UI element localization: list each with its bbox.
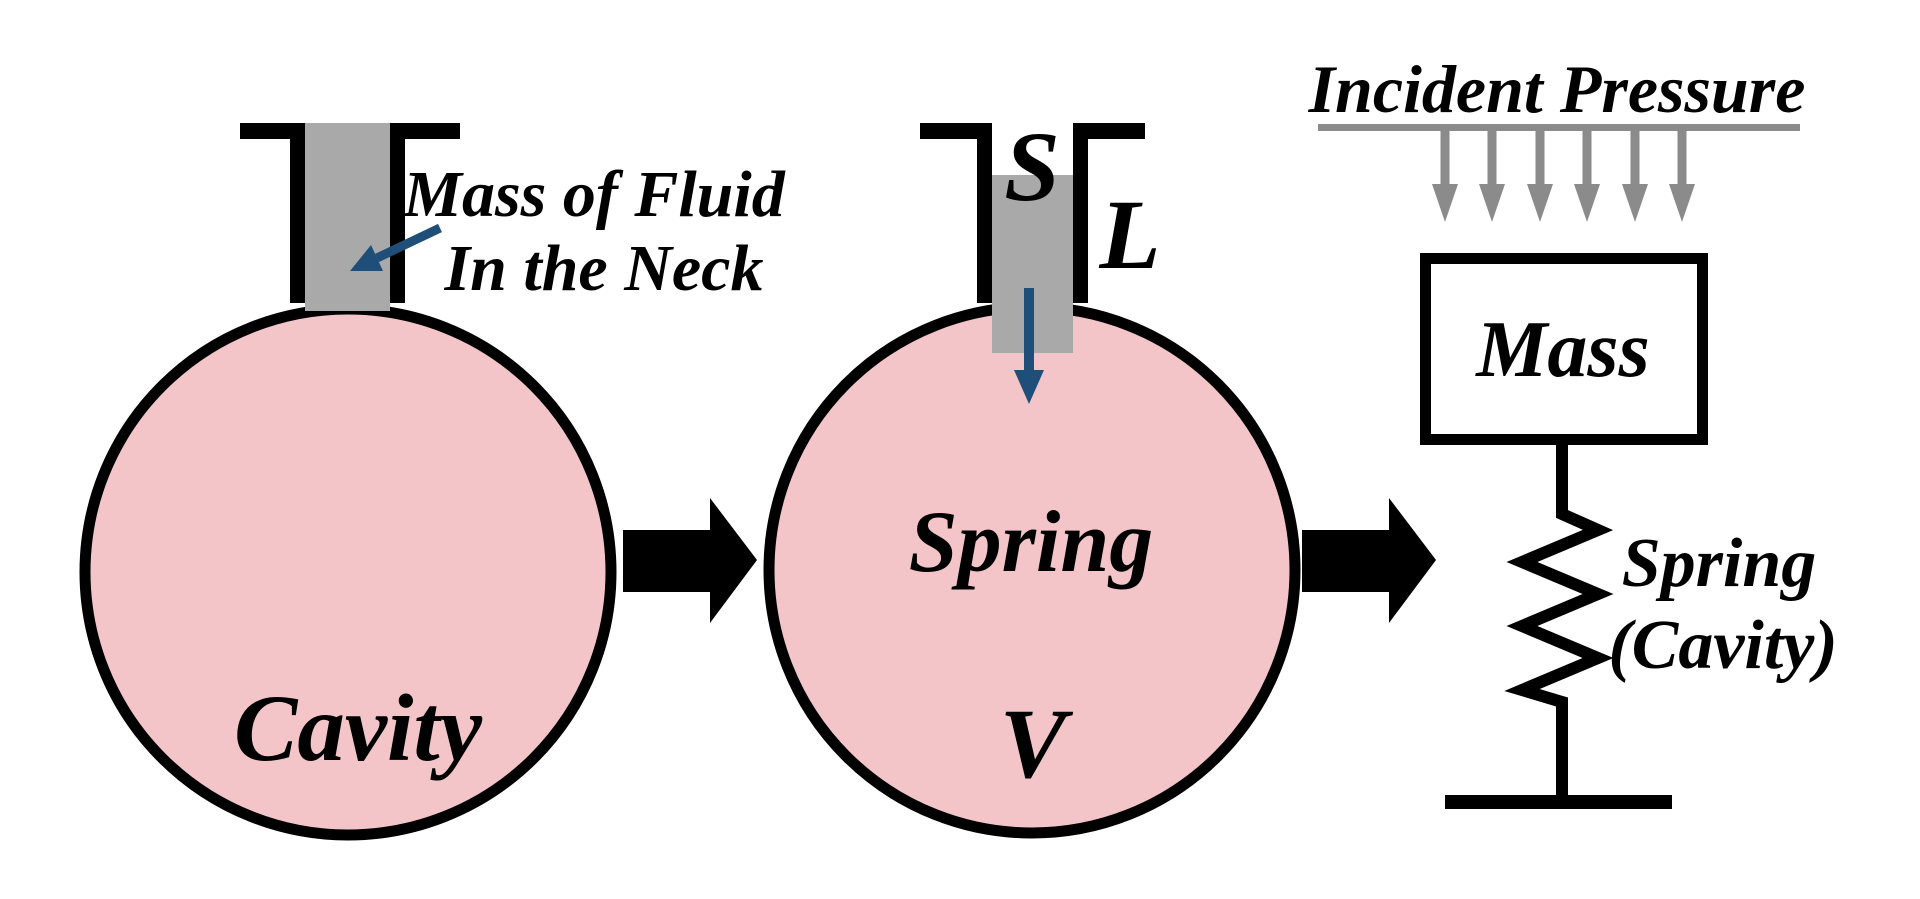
spring-cavity-label-line2: (Cavity) (1608, 607, 1837, 684)
neck-walls-middle (920, 123, 1145, 303)
pressure-arrow-icon (1622, 131, 1648, 222)
cavity-label: Cavity (234, 675, 483, 781)
neck-wall-left (290, 123, 305, 303)
left-resonator: Mass of Fluid In the Neck Cavity (79, 123, 786, 841)
neck-area-label: S (1004, 111, 1060, 222)
pressure-arrow-icon (1432, 131, 1458, 222)
pressure-arrow-icon (1669, 131, 1695, 222)
pressure-arrow-icon (1574, 131, 1600, 222)
flow-arrow-icon-1 (623, 498, 757, 623)
incident-pressure-title: Incident Pressure (1308, 51, 1806, 127)
neck-pointer-arrow-icon (350, 223, 442, 271)
neck-cap-right (1073, 123, 1145, 139)
mass-label: Mass (1474, 306, 1649, 394)
neck-pointer-shaft (375, 223, 442, 263)
neck-label-line1: Mass of Fluid (402, 158, 785, 231)
neck-walls (240, 123, 460, 303)
neck-cap-left (920, 123, 992, 139)
neck-cap-left (240, 123, 305, 139)
neck-length-label: L (1098, 179, 1160, 290)
pressure-arrows (1432, 131, 1695, 222)
neck-cap-right (390, 123, 460, 139)
volume-label: V (1000, 688, 1074, 799)
flow-arrow-icon-2 (1302, 498, 1436, 623)
neck-pointer-head (350, 245, 383, 271)
mass-spring-system: Incident Pressure (1308, 51, 1838, 809)
spring-symbol-icon (1504, 440, 1614, 800)
plug-motion-head (1014, 370, 1044, 404)
pressure-arrow-icon (1479, 131, 1505, 222)
plug-motion-arrow-icon (1014, 288, 1044, 404)
neck-wall-right (390, 123, 405, 303)
ground-line (1445, 795, 1672, 809)
middle-resonator: S L Spring V (763, 111, 1301, 839)
neck-label-line2: In the Neck (444, 232, 764, 305)
neck-fluid-plug (305, 123, 390, 311)
neck-wall-left (977, 123, 992, 303)
spring-cavity-label-line1: Spring (1622, 525, 1817, 602)
neck-wall-right (1073, 123, 1088, 303)
pressure-front-line (1318, 124, 1800, 131)
mass-block (1420, 253, 1708, 445)
spring-label: Spring (909, 494, 1154, 591)
pressure-arrow-icon (1527, 131, 1553, 222)
